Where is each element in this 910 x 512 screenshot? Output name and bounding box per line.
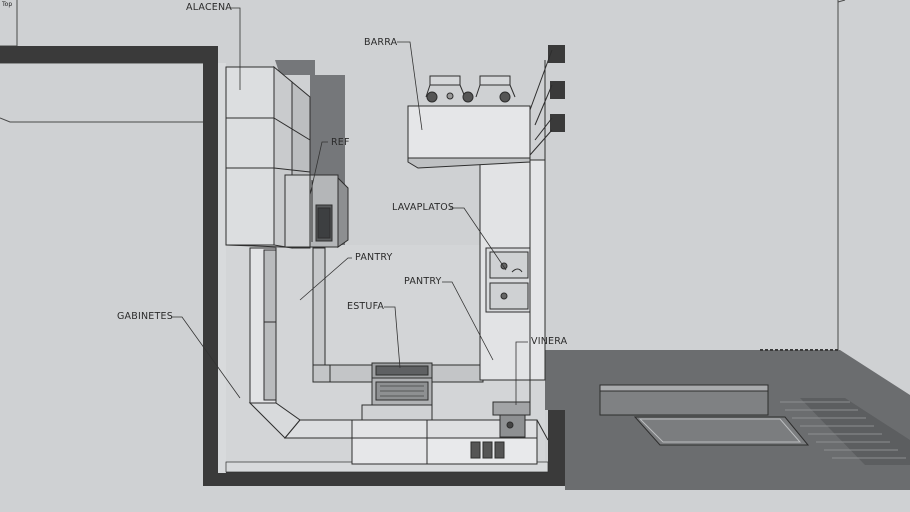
refrigerator: [284, 174, 349, 248]
label-vinera: VINERA: [531, 336, 568, 347]
rug: [633, 416, 810, 446]
leader-barra: [397, 41, 423, 131]
barra-counter: [407, 75, 531, 169]
leader-estufa: [384, 306, 401, 369]
label-barra: BARRA: [364, 37, 398, 48]
leader-pantry-left: [299, 257, 352, 301]
leader-alacena: [230, 7, 241, 90]
leader-ref: [309, 141, 328, 196]
leader-gabinetes: [172, 316, 241, 399]
label-estufa: ESTUFA: [347, 301, 385, 312]
floor-stripes: [775, 398, 910, 465]
floor-stripe-lines: [780, 401, 906, 459]
leader-lavaplatos: [450, 207, 507, 271]
label-pantry-left: PANTRY: [355, 252, 393, 263]
view-label: Top: [2, 1, 13, 8]
leader-pantry-right: [442, 281, 494, 361]
leader-vinera: [515, 341, 528, 405]
label-alacena: ALACENA: [186, 2, 232, 13]
label-pantry-right: PANTRY: [404, 276, 442, 287]
label-gabinetes: GABINETES: [117, 311, 173, 322]
wine-rack: [492, 401, 531, 438]
small-appliances: [470, 441, 505, 459]
label-lavaplatos: LAVAPLATOS: [392, 202, 455, 213]
kitchen-walls: [0, 45, 565, 486]
label-ref: REF: [331, 137, 350, 148]
